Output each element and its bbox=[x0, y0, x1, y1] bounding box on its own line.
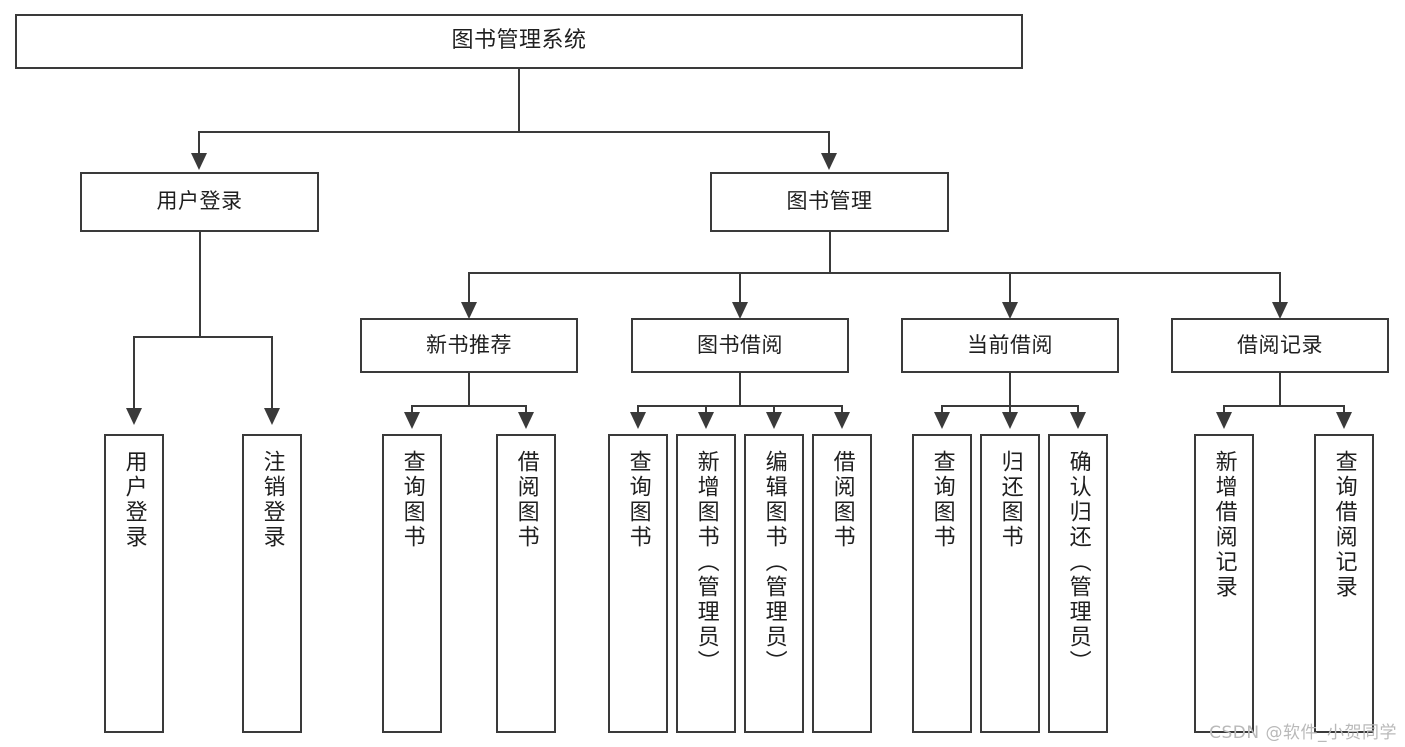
leaf-borrow-add-book-admin[interactable]: 新增图书（管理员） bbox=[676, 434, 736, 733]
connector-borrow-stem bbox=[739, 373, 741, 405]
connector-root-stem bbox=[518, 69, 520, 131]
connector-newbook-leaf-2 bbox=[525, 405, 527, 415]
node-label: 查询借阅记录 bbox=[1331, 450, 1357, 600]
arrowhead-l2-1 bbox=[461, 302, 477, 319]
node-label: 归还图书 bbox=[997, 450, 1023, 550]
node-book-borrow[interactable]: 图书借阅 bbox=[631, 318, 849, 373]
arrowhead-l2-2 bbox=[732, 302, 748, 319]
connector-borrow-bus bbox=[637, 405, 843, 407]
arrowhead-record-leaf-2 bbox=[1336, 412, 1352, 429]
connector-bookmgmt-to-l2-4 bbox=[1279, 272, 1281, 304]
arrowhead-login-leaf-2 bbox=[264, 408, 280, 425]
node-label: 用户登录 bbox=[121, 450, 147, 550]
connector-borrow-leaf-3 bbox=[773, 405, 775, 415]
connector-borrow-leaf-4 bbox=[841, 405, 843, 415]
node-label: 新增借阅记录 bbox=[1211, 450, 1237, 600]
connector-record-leaf-1 bbox=[1223, 405, 1225, 415]
connector-login-bus bbox=[133, 336, 272, 338]
connector-login-to-leaf-2 bbox=[271, 336, 273, 410]
arrowhead-newbook-leaf-2 bbox=[518, 412, 534, 429]
connector-record-leaf-2 bbox=[1343, 405, 1345, 415]
node-borrow-record[interactable]: 借阅记录 bbox=[1171, 318, 1389, 373]
connector-bookmgmt-to-l2-1 bbox=[468, 272, 470, 304]
node-label: 借阅记录 bbox=[1237, 332, 1323, 357]
node-current-borrow[interactable]: 当前借阅 bbox=[901, 318, 1119, 373]
node-book-management[interactable]: 图书管理 bbox=[710, 172, 949, 232]
connector-bookmgmt-to-l2-3 bbox=[1009, 272, 1011, 304]
arrowhead-root-to-login bbox=[191, 153, 207, 170]
node-label: 图书管理 bbox=[786, 189, 873, 214]
leaf-current-query-book[interactable]: 查询图书 bbox=[912, 434, 972, 733]
connector-root-to-login bbox=[198, 131, 200, 155]
arrowhead-borrow-leaf-3 bbox=[766, 412, 782, 429]
connector-login-to-leaf-1 bbox=[133, 336, 135, 410]
connector-bookmgmt-to-l2-2 bbox=[739, 272, 741, 304]
leaf-newbook-query[interactable]: 查询图书 bbox=[382, 434, 442, 733]
connector-record-bus bbox=[1223, 405, 1343, 407]
node-label: 图书管理系统 bbox=[451, 28, 587, 54]
node-label: 新书推荐 bbox=[426, 332, 512, 357]
arrowhead-newbook-leaf-1 bbox=[404, 412, 420, 429]
node-user-login[interactable]: 用户登录 bbox=[80, 172, 319, 232]
arrowhead-current-leaf-3 bbox=[1070, 412, 1086, 429]
node-label: 查询图书 bbox=[625, 450, 651, 550]
connector-root-to-bookmgmt bbox=[828, 131, 830, 155]
node-label: 借阅图书 bbox=[829, 450, 855, 550]
leaf-borrow-query-book[interactable]: 查询图书 bbox=[608, 434, 668, 733]
connector-newbook-stem bbox=[468, 373, 470, 405]
arrowhead-borrow-leaf-4 bbox=[834, 412, 850, 429]
leaf-borrow-edit-book-admin[interactable]: 编辑图书（管理员） bbox=[744, 434, 804, 733]
node-label: 新增图书（管理员） bbox=[693, 450, 719, 675]
connector-borrow-leaf-1 bbox=[637, 405, 639, 415]
arrowhead-borrow-leaf-1 bbox=[630, 412, 646, 429]
leaf-borrow-borrow-book[interactable]: 借阅图书 bbox=[812, 434, 872, 733]
connector-borrow-leaf-2 bbox=[705, 405, 707, 415]
leaf-current-return-book[interactable]: 归还图书 bbox=[980, 434, 1040, 733]
connector-current-stem bbox=[1009, 373, 1011, 405]
node-label: 编辑图书（管理员） bbox=[761, 450, 787, 675]
connector-current-leaf-1 bbox=[941, 405, 943, 415]
node-label: 借阅图书 bbox=[513, 450, 539, 550]
connector-newbook-bus bbox=[411, 405, 526, 407]
connector-newbook-leaf-1 bbox=[411, 405, 413, 415]
node-label: 注销登录 bbox=[259, 450, 285, 550]
node-label: 用户登录 bbox=[156, 189, 243, 214]
leaf-record-add-record[interactable]: 新增借阅记录 bbox=[1194, 434, 1254, 733]
arrowhead-borrow-leaf-2 bbox=[698, 412, 714, 429]
node-label: 当前借阅 bbox=[967, 332, 1053, 357]
connector-root-bus bbox=[198, 131, 830, 133]
leaf-record-query-record[interactable]: 查询借阅记录 bbox=[1314, 434, 1374, 733]
node-root-system[interactable]: 图书管理系统 bbox=[15, 14, 1023, 69]
node-label: 图书借阅 bbox=[697, 332, 783, 357]
arrowhead-current-leaf-1 bbox=[934, 412, 950, 429]
node-new-book-recommend[interactable]: 新书推荐 bbox=[360, 318, 578, 373]
connector-bookmgmt-stem bbox=[829, 232, 831, 272]
leaf-user-login-logout[interactable]: 注销登录 bbox=[242, 434, 302, 733]
node-label: 查询图书 bbox=[399, 450, 425, 550]
leaf-newbook-borrow[interactable]: 借阅图书 bbox=[496, 434, 556, 733]
connector-bookmgmt-bus bbox=[468, 272, 1279, 274]
arrowhead-login-leaf-1 bbox=[126, 408, 142, 425]
connector-record-stem bbox=[1279, 373, 1281, 405]
connector-current-leaf-3 bbox=[1077, 405, 1079, 415]
leaf-user-login-login[interactable]: 用户登录 bbox=[104, 434, 164, 733]
arrowhead-current-leaf-2 bbox=[1002, 412, 1018, 429]
arrowhead-record-leaf-1 bbox=[1216, 412, 1232, 429]
connector-current-leaf-2 bbox=[1009, 405, 1011, 415]
leaf-current-confirm-return-admin[interactable]: 确认归还（管理员） bbox=[1048, 434, 1108, 733]
arrowhead-l2-4 bbox=[1272, 302, 1288, 319]
arrowhead-root-to-bookmgmt bbox=[821, 153, 837, 170]
node-label: 确认归还（管理员） bbox=[1065, 450, 1091, 675]
connector-login-stem bbox=[199, 232, 201, 336]
arrowhead-l2-3 bbox=[1002, 302, 1018, 319]
node-label: 查询图书 bbox=[929, 450, 955, 550]
